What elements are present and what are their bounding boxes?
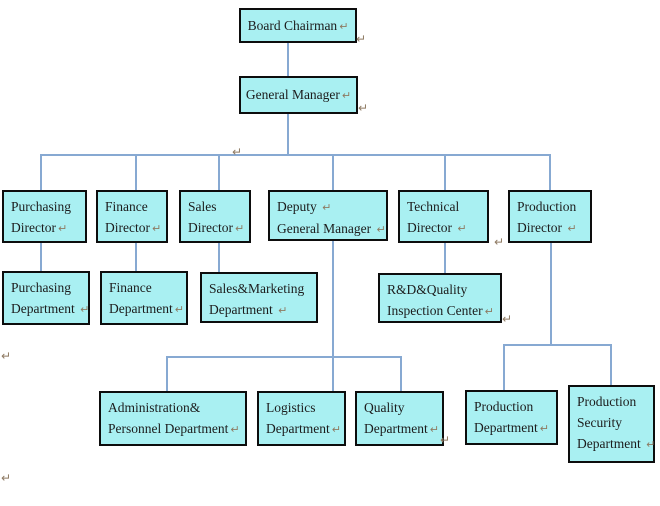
paragraph-return-icon: ↵ — [174, 303, 184, 316]
node-text-line: Department ↵ — [577, 436, 656, 451]
node-text-line: Administration& — [108, 400, 201, 415]
paragraph-return-icon: ↵ — [232, 145, 243, 159]
connector-line — [610, 344, 612, 385]
node-text-line: Department↵ — [364, 421, 439, 436]
node-text-line: Production — [474, 399, 534, 414]
paragraph-return-icon: ↵ — [322, 201, 332, 214]
node-text-line: Purchasing — [11, 199, 71, 214]
paragraph-return-icon: ↵ — [457, 222, 467, 235]
node-text-line: Sales — [188, 199, 217, 214]
node-text-line: Purchasing — [11, 280, 71, 295]
node-text-line: Quality — [364, 400, 405, 415]
node-text-line: General Manager ↵ — [277, 221, 386, 236]
connector-line — [40, 154, 42, 190]
node-text-line: Sales&Marketing — [209, 281, 305, 296]
paragraph-return-icon: ↵ — [230, 423, 240, 436]
paragraph-return-icon: ↵ — [331, 423, 341, 436]
paragraph-return-icon: ↵ — [502, 312, 513, 326]
paragraph-return-icon: ↵ — [339, 19, 349, 33]
node-text-line: Department↵ — [266, 421, 341, 436]
node-text-line: General Manager↵ — [245, 87, 352, 102]
node-text-line: Finance — [109, 280, 152, 295]
paragraph-return-icon: ↵ — [1, 471, 12, 485]
paragraph-return-icon: ↵ — [57, 222, 68, 235]
node-text-line: Inspection Center↵ — [387, 303, 494, 318]
general-manager[interactable]: General Manager↵ — [239, 76, 358, 114]
paragraph-return-icon: ↵ — [356, 32, 367, 46]
connector-line — [135, 154, 137, 190]
node-text-line: R&D&Quality — [387, 282, 468, 297]
connector-line — [166, 356, 168, 391]
connector-line — [218, 243, 220, 272]
connector-line — [503, 344, 505, 390]
paragraph-return-icon: ↵ — [567, 222, 577, 235]
paragraph-return-icon: ↵ — [539, 422, 549, 435]
node-text-line: Finance — [105, 199, 148, 214]
connector-line — [287, 113, 289, 155]
connector-line — [287, 42, 289, 76]
paragraph-return-icon: ↵ — [151, 222, 162, 235]
node-text-line: Logistics — [266, 400, 316, 415]
node-text-line: Director↵ — [11, 220, 68, 235]
connector-line — [400, 356, 402, 391]
connector-line — [166, 356, 402, 358]
connector-line — [549, 154, 551, 190]
connector-line — [444, 243, 446, 273]
paragraph-return-icon: ↵ — [234, 222, 245, 235]
node-text-line: Technical — [407, 199, 460, 214]
node-text-line: Production — [577, 394, 637, 409]
connector-line — [503, 344, 612, 346]
node-text-line: Department↵ — [474, 420, 549, 435]
node-text-line: Director↵ — [105, 220, 162, 235]
deputy-general-manager[interactable]: Deputy ↵ General Manager ↵ — [268, 190, 388, 241]
node-text-line: Department ↵ — [209, 302, 288, 317]
connector-line — [444, 154, 446, 190]
connector-line — [40, 154, 551, 156]
connector-line — [332, 241, 334, 357]
node-text-line: Production — [517, 199, 577, 214]
paragraph-return-icon: ↵ — [494, 235, 505, 249]
connector-line — [40, 243, 42, 271]
node-text-line: Director↵ — [188, 220, 245, 235]
node-text-line: Department ↵ — [11, 301, 90, 316]
paragraph-return-icon: ↵ — [278, 304, 288, 317]
node-text-line: Director ↵ — [407, 220, 467, 235]
node-text-line: Security — [577, 415, 622, 430]
paragraph-return-icon: ↵ — [440, 433, 451, 447]
connector-line — [135, 243, 137, 271]
connector-line — [332, 154, 334, 190]
administration-personnel-department[interactable]: Administration&Personnel Department↵ — [99, 391, 247, 446]
node-text-line: Deputy ↵ — [277, 199, 332, 214]
paragraph-return-icon: ↵ — [376, 223, 386, 236]
connector-line — [550, 243, 552, 346]
paragraph-return-icon: ↵ — [429, 423, 439, 436]
paragraph-return-icon: ↵ — [1, 349, 12, 363]
paragraph-return-icon: ↵ — [80, 303, 90, 316]
board-chairman[interactable]: Board Chairman↵ — [239, 8, 357, 43]
connector-line — [332, 356, 334, 391]
paragraph-return-icon: ↵ — [341, 89, 352, 102]
paragraph-return-icon: ↵ — [484, 305, 494, 318]
node-text-line: Board Chairman↵ — [247, 17, 349, 33]
node-text-line: Personnel Department↵ — [108, 421, 240, 436]
node-text-line: Department↵ — [109, 301, 184, 316]
connector-line — [218, 154, 220, 190]
node-text-line: Director ↵ — [517, 220, 577, 235]
paragraph-return-icon: ↵ — [646, 438, 656, 451]
paragraph-return-icon: ↵ — [358, 101, 369, 115]
